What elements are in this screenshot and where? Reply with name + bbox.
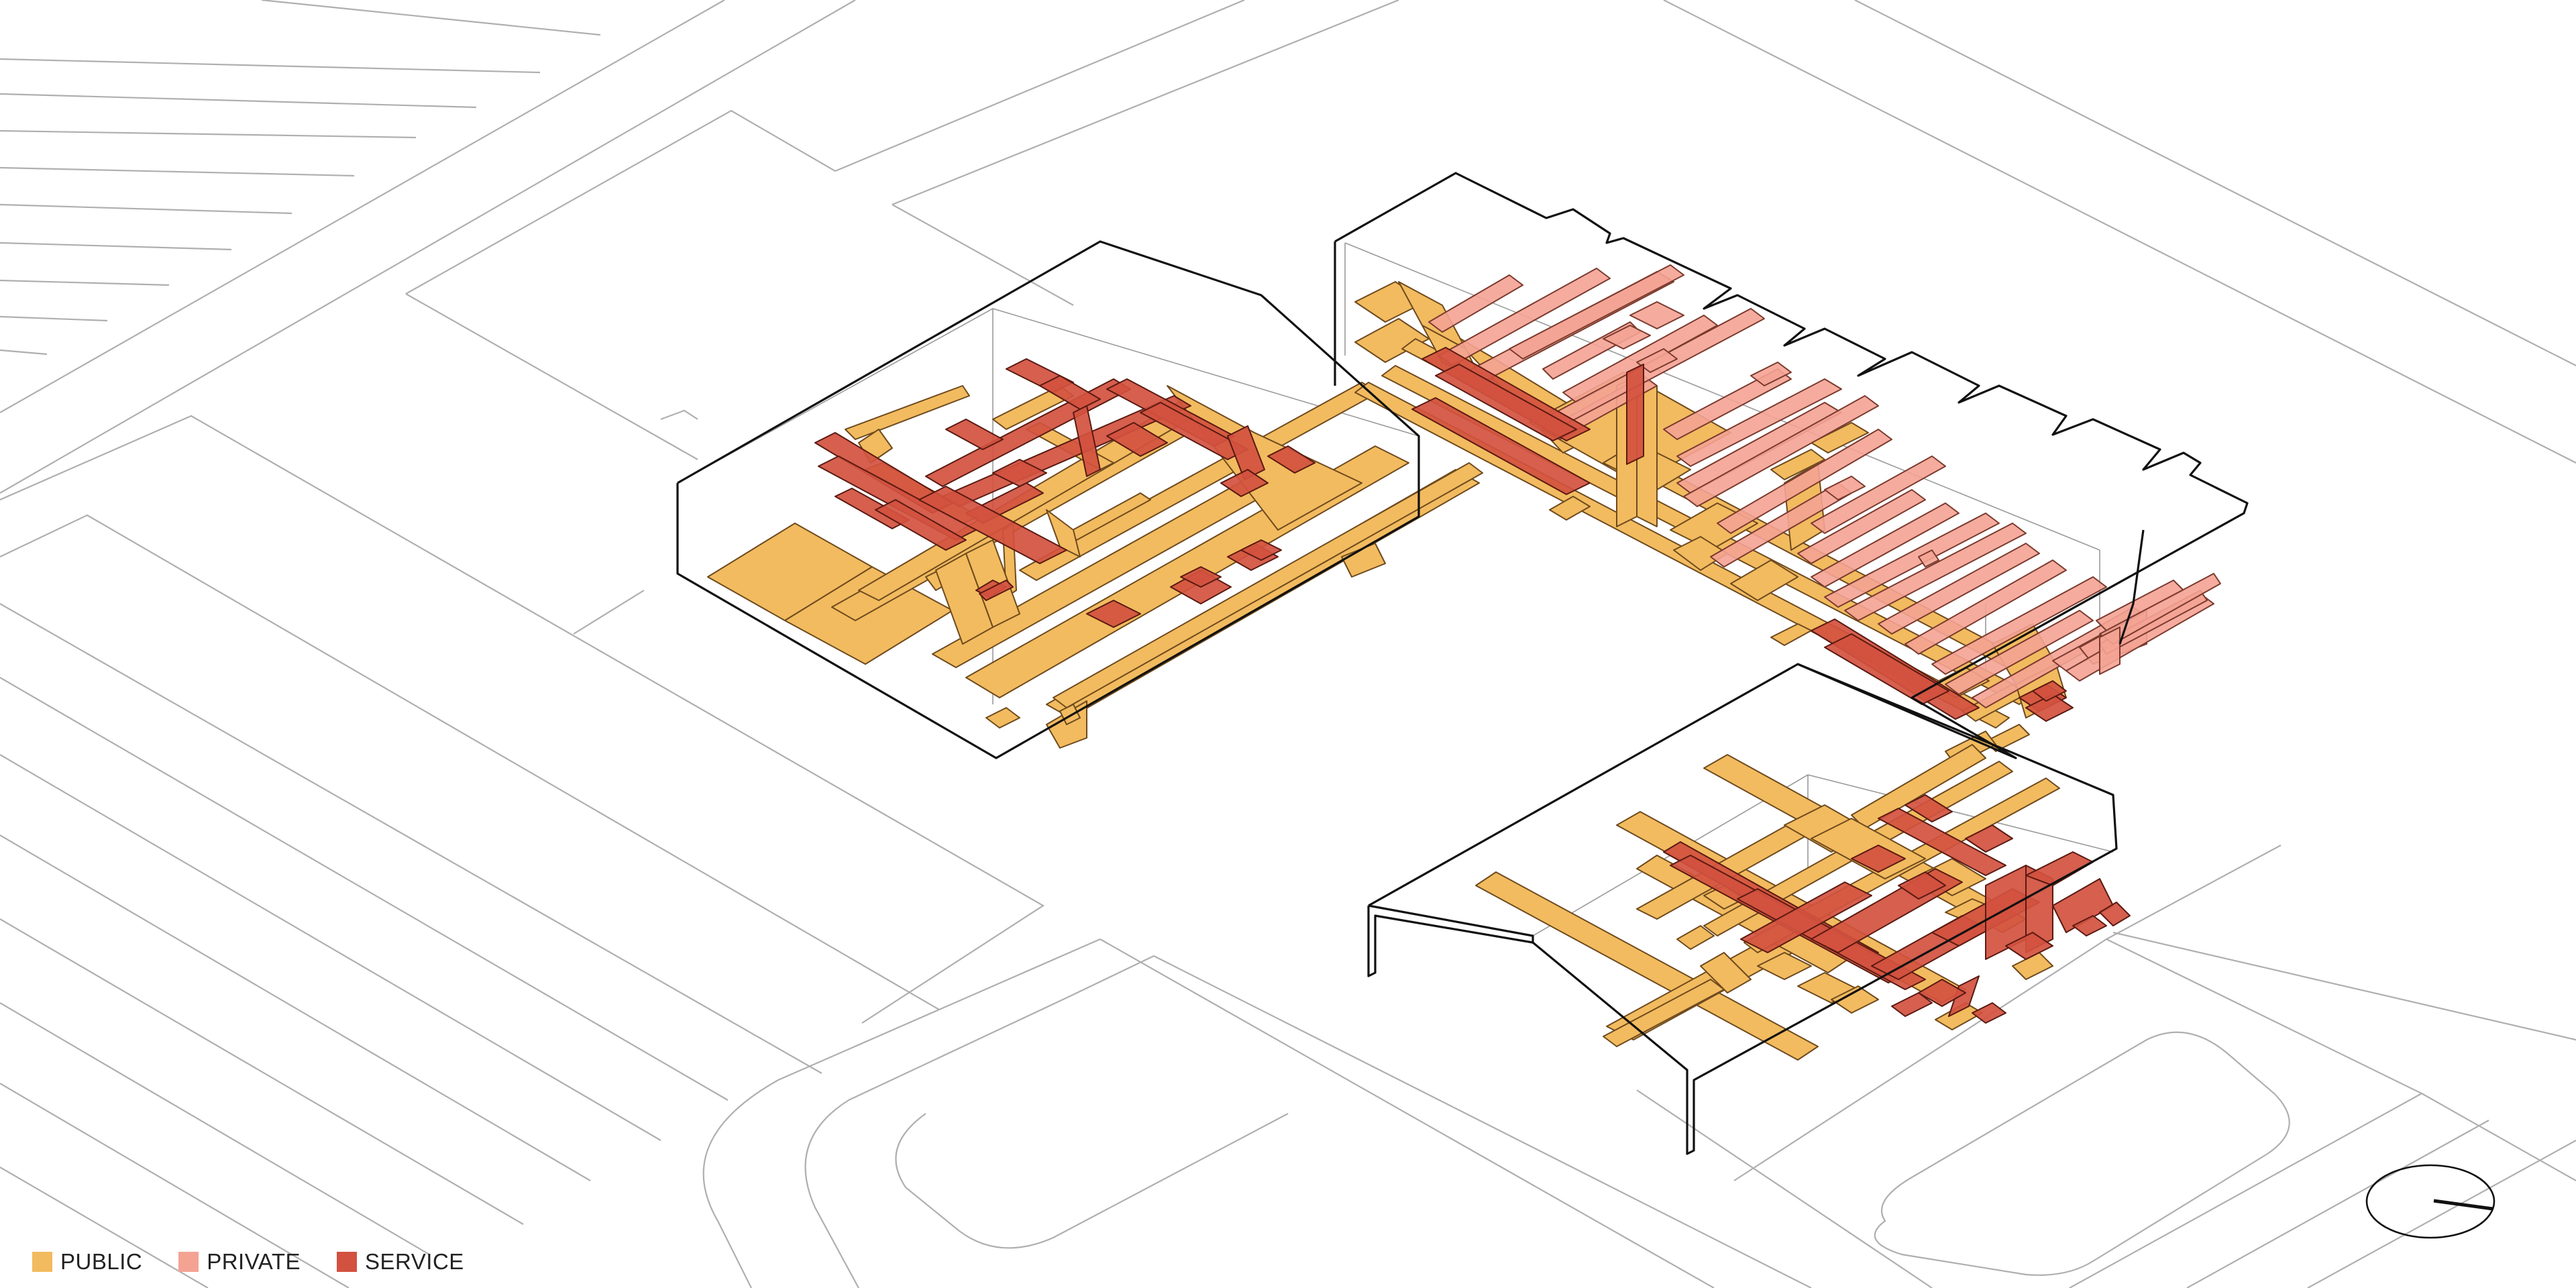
legend-item-private: PRIVATE xyxy=(178,1249,301,1275)
public-swatch xyxy=(32,1252,52,1272)
legend-label-private: PRIVATE xyxy=(207,1249,301,1274)
legend-item-public: PUBLIC xyxy=(32,1249,142,1275)
service-volumes xyxy=(814,347,2131,1024)
private-swatch xyxy=(178,1252,199,1272)
legend-label-public: PUBLIC xyxy=(60,1249,143,1274)
legend-item-service: SERVICE xyxy=(337,1249,464,1275)
private-volumes[interactable] xyxy=(1428,264,2221,708)
service-swatch xyxy=(337,1252,358,1272)
legend: PUBLIC PRIVATE SERVICE xyxy=(32,1249,464,1275)
legend-label-service: SERVICE xyxy=(365,1249,464,1274)
north-arrow-icon xyxy=(2365,1164,2496,1239)
building-outlines xyxy=(676,172,2249,1155)
